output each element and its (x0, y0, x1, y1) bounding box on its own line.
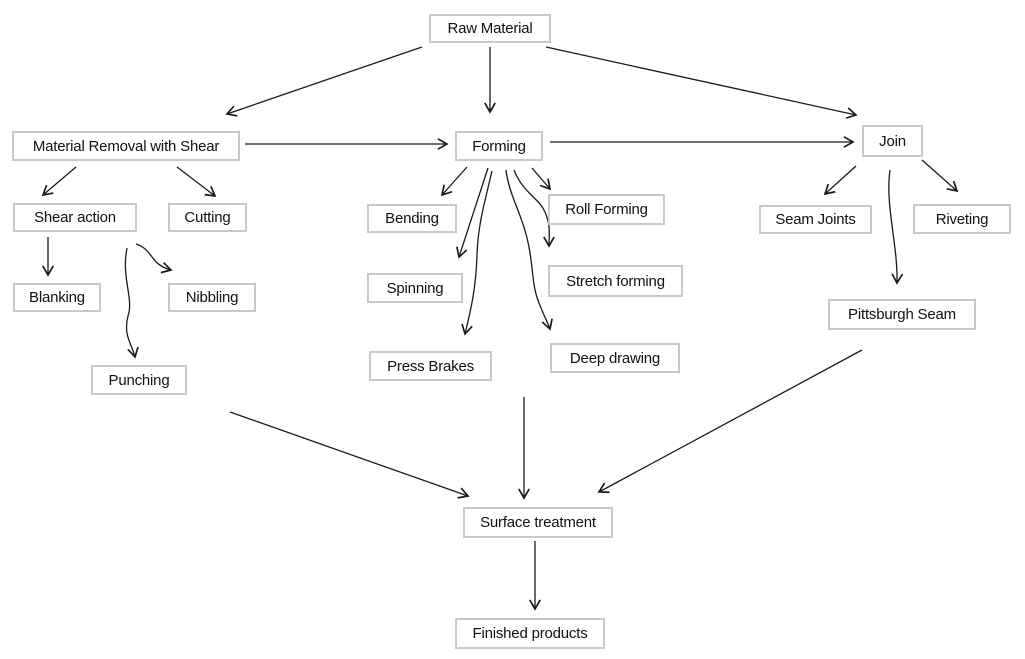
node-roll-forming: Roll Forming (548, 194, 665, 225)
node-forming: Forming (455, 131, 543, 161)
node-raw-material: Raw Material (429, 14, 551, 43)
edge-cutting-to-nibbling (135, 243, 173, 274)
node-riveting: Riveting (913, 204, 1011, 234)
edge-forming-to-roll-forming (531, 167, 552, 191)
node-stretch-forming: Stretch forming (548, 265, 683, 297)
edge-forming-to-deep-drawing (505, 169, 553, 331)
node-join: Join (862, 125, 923, 157)
edge-forming-to-stretch-forming (513, 169, 555, 248)
edge-raw-material-to-join (545, 46, 858, 119)
node-bending: Bending (367, 204, 457, 233)
edge-join-to-pittsburgh-seam (888, 169, 904, 285)
edge-punching-to-surface-treatment (229, 411, 470, 499)
edge-join-to-riveting (921, 159, 959, 193)
node-cutting: Cutting (168, 203, 247, 232)
edge-cutting-to-punching (124, 247, 139, 359)
node-seam-joints: Seam Joints (759, 205, 872, 234)
edge-pittsburgh-seam-to-surface-treatment (597, 349, 863, 494)
edge-forming-to-bending (440, 166, 468, 197)
node-nibbling: Nibbling (168, 283, 256, 312)
node-shear-action: Shear action (13, 203, 137, 232)
edge-material-removal-with-shear-to-shear-action (41, 166, 77, 197)
node-punching: Punching (91, 365, 187, 395)
edge-forming-to-spinning (456, 167, 489, 259)
edge-join-to-seam-joints (823, 165, 857, 196)
edge-forming-to-press-brakes (461, 170, 493, 336)
node-finished-products: Finished products (455, 618, 605, 649)
node-blanking: Blanking (13, 283, 101, 312)
edge-raw-material-to-material-removal-with-shear (225, 46, 423, 117)
node-spinning: Spinning (367, 273, 463, 303)
edge-group (41, 46, 959, 611)
node-surface-treatment: Surface treatment (463, 507, 613, 538)
edge-material-removal-with-shear-to-cutting (176, 166, 217, 198)
node-pittsburgh-seam: Pittsburgh Seam (828, 299, 976, 330)
node-deep-drawing: Deep drawing (550, 343, 680, 373)
node-press-brakes: Press Brakes (369, 351, 492, 381)
node-material-removal-with-shear: Material Removal with Shear (12, 131, 240, 161)
